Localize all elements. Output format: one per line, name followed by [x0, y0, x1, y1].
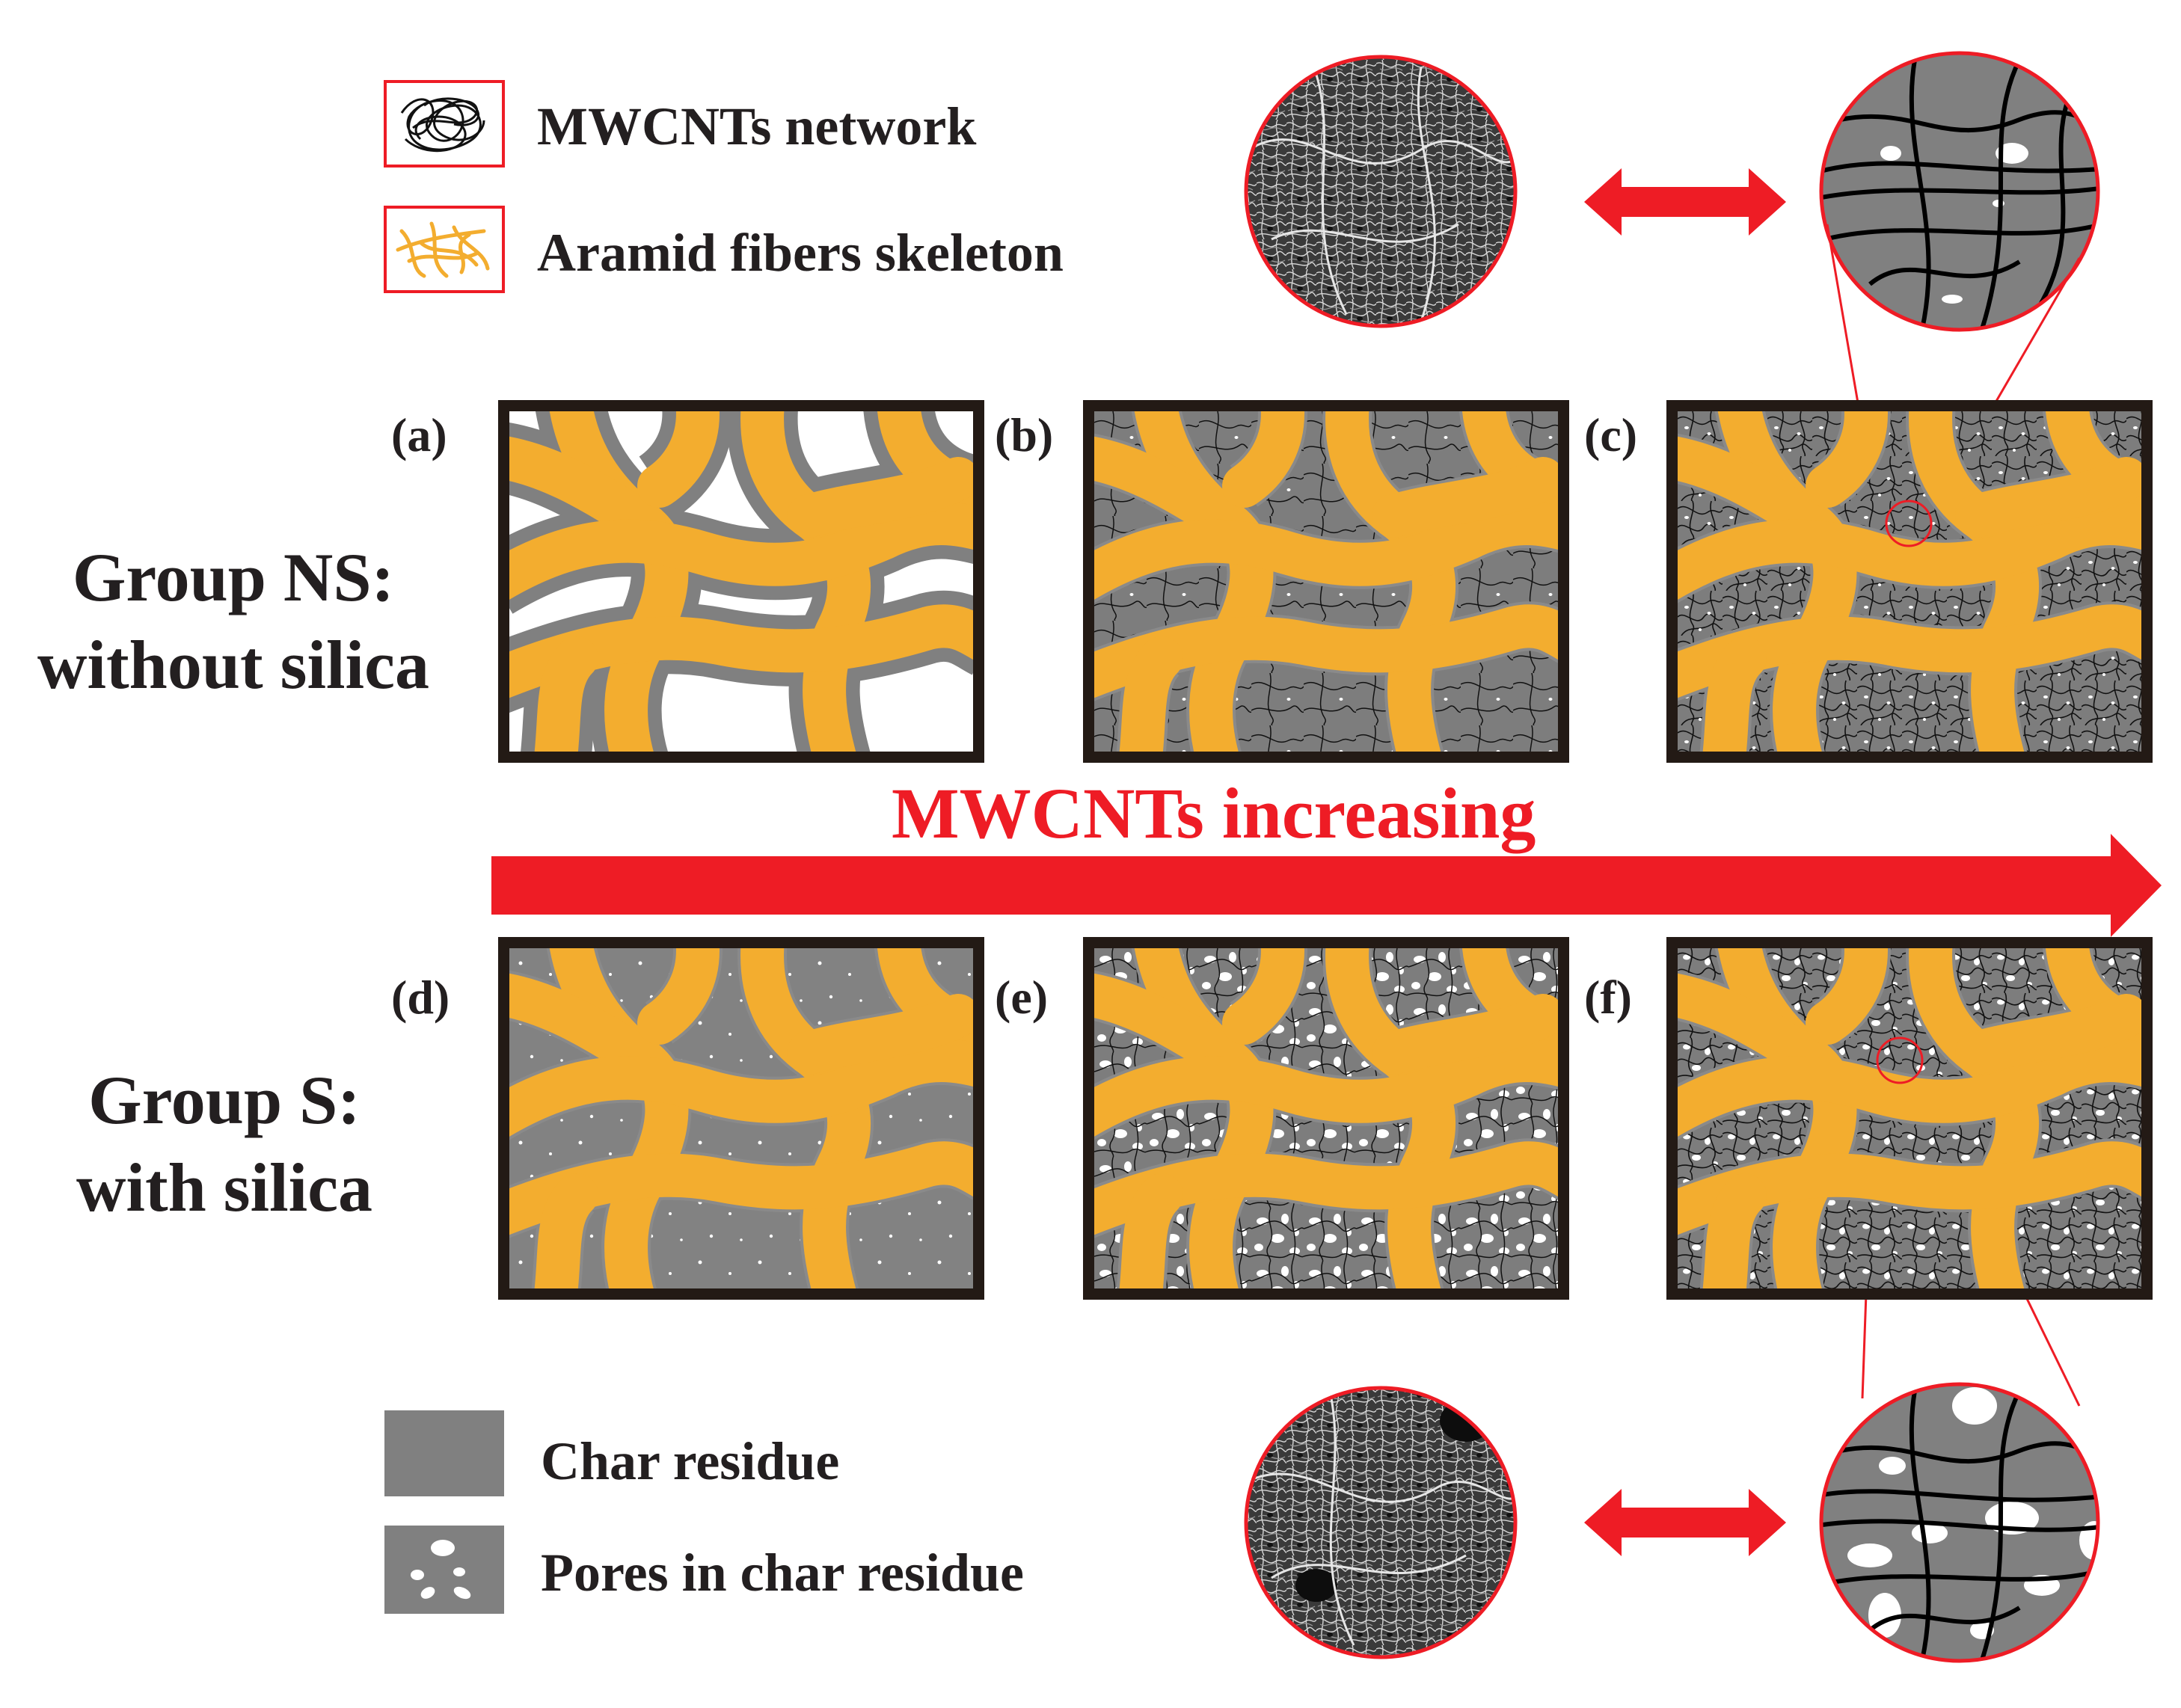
- panel-label-f: (f): [1584, 971, 1632, 1024]
- panel-f: [1666, 937, 2153, 1300]
- group-s-line2: with silica: [76, 1149, 373, 1226]
- group-ns-label: Group NS: without silica: [16, 534, 450, 709]
- bottom-schematic-circle: [1819, 1382, 2100, 1663]
- top-schematic-circle: [1819, 51, 2100, 332]
- panels: [498, 400, 2153, 1300]
- panel-label-c: (c): [1584, 408, 1638, 461]
- pores-icon: [411, 1540, 471, 1600]
- group-ns-line1: Group NS:: [72, 539, 395, 615]
- mwcnt-legend-swatch: [384, 80, 505, 168]
- panel-label-a: (a): [391, 408, 447, 461]
- group-s-label: Group S: with silica: [7, 1057, 441, 1232]
- zoom-marker: [1876, 1036, 1924, 1084]
- pores-legend-swatch: [384, 1526, 504, 1614]
- top-sem-micrograph: [1244, 55, 1518, 328]
- zoom-marker: [1885, 500, 1933, 547]
- tangle-icon: [400, 97, 485, 153]
- bottom-double-arrow-icon: [1584, 1489, 1786, 1556]
- panel-c: [1666, 400, 2153, 763]
- char-legend-label: Char residue: [541, 1431, 840, 1491]
- bottom-sem-micrograph: [1244, 1386, 1518, 1659]
- panel-e: [1083, 937, 1569, 1300]
- panel-label-b: (b): [995, 408, 1054, 461]
- fiber-skeleton-icon: [396, 221, 490, 278]
- panel-label-e: (e): [995, 971, 1049, 1024]
- aramid-legend-label: Aramid fibers skeleton: [537, 223, 1064, 283]
- panel-d: [498, 937, 984, 1300]
- panel-b: [1083, 400, 1569, 763]
- top-double-arrow-icon: [1584, 168, 1786, 236]
- panel-a: [498, 400, 984, 763]
- aramid-legend-swatch: [384, 206, 505, 293]
- panel-label-d: (d): [391, 971, 450, 1024]
- char-legend-swatch: [384, 1410, 504, 1496]
- arrow-label: MWCNTs increasing: [892, 773, 1536, 853]
- mwcnt-increasing-arrow: [491, 834, 2162, 937]
- group-s-line1: Group S:: [88, 1062, 361, 1138]
- group-ns-line2: without silica: [37, 626, 429, 703]
- pores-legend-label: Pores in char residue: [541, 1543, 1024, 1603]
- mwcnt-legend-label: MWCNTs network: [537, 96, 977, 156]
